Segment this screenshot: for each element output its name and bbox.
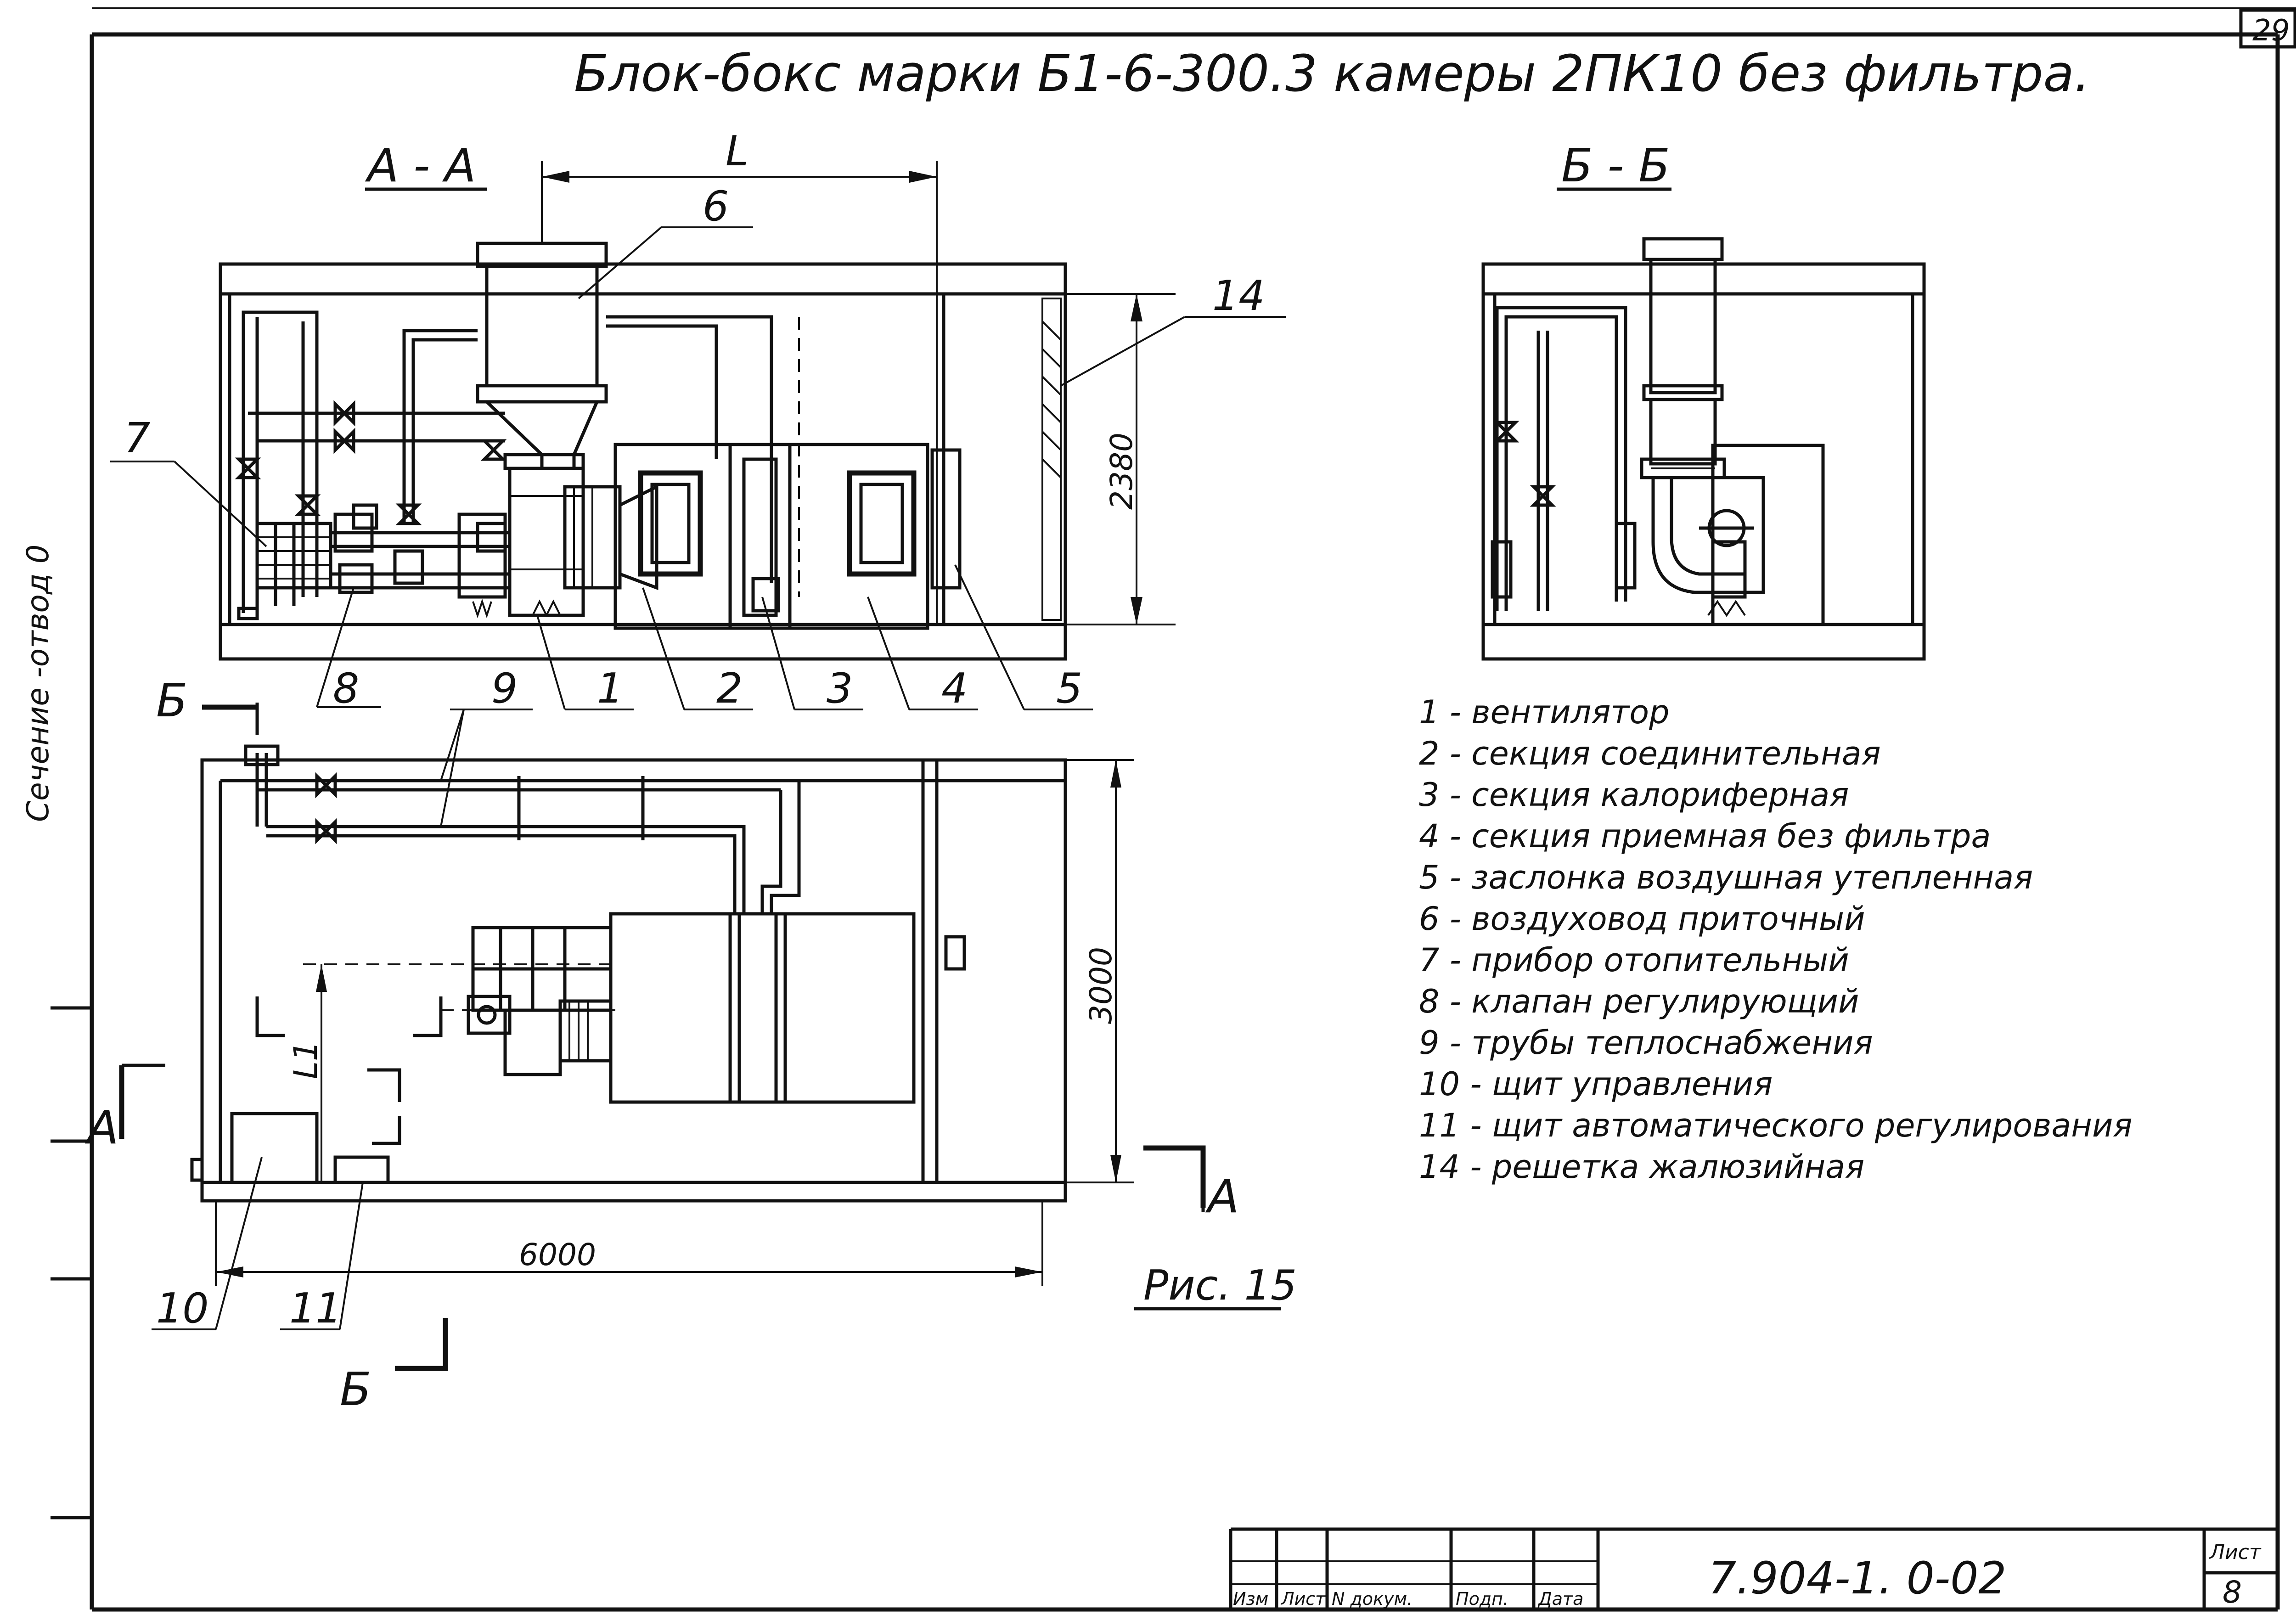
legend-item: 10 - щит управления [1419, 1065, 1773, 1103]
legend-item: 7 - прибор отопительный [1419, 941, 1849, 979]
dim-L1: L1 [287, 1041, 325, 1079]
dim-L: L [726, 127, 748, 175]
cut-a-left: А [84, 1101, 118, 1154]
document-code: 7.904-1. 0-02 [1708, 1553, 2006, 1604]
legend: 1 - вентилятор 2 - секция соединительная… [1419, 693, 2133, 1186]
callout-1: 1 [597, 664, 623, 713]
plan-view [190, 744, 1067, 1203]
legend-item: 2 - секция соединительная [1419, 735, 1881, 772]
callout-2: 2 [716, 664, 743, 713]
callout-14: 14 [1212, 272, 1265, 320]
title-block-header-izm: Изм [1233, 1589, 1268, 1609]
drawing-title: Блок-бокс марки Б1-6-300.3 камеры 2ПК10 … [574, 44, 2090, 103]
title-block-header-doc: N докум. [1332, 1589, 1412, 1609]
callout-10: 10 [156, 1284, 209, 1333]
callout-7: 7 [124, 414, 150, 462]
callout-5: 5 [1056, 664, 1082, 713]
legend-item: 14 - решетка жалюзийная [1419, 1148, 1864, 1186]
legend-item: 11 - щит автоматического регулирования [1419, 1107, 2133, 1144]
legend-item: 1 - вентилятор [1419, 693, 1670, 731]
dim-3000: 3000 [1083, 947, 1119, 1024]
section-aa-label: А - А [365, 139, 476, 192]
callout-9: 9 [491, 664, 518, 713]
section-bb-label: Б - Б [1561, 139, 1670, 192]
figure-caption: Рис. 15 [1143, 1261, 1297, 1310]
dim-2380: 2380 [1104, 433, 1139, 510]
callout-leaders [110, 226, 1286, 1330]
cut-b-bottom: Б [340, 1362, 371, 1416]
legend-item: 3 - секция калориферная [1419, 776, 1849, 814]
legend-item: 9 - трубы теплоснабжения [1419, 1024, 1873, 1062]
sheet-number: 29 [2252, 14, 2290, 48]
cut-b-top: Б [156, 674, 188, 727]
callout-11: 11 [289, 1284, 342, 1333]
drawing-frame [51, 7, 2296, 1612]
legend-item: 4 - секция приемная без фильтра [1419, 817, 1991, 855]
dim-6000: 6000 [519, 1237, 596, 1272]
section-bb-view [1481, 237, 1926, 661]
title-block-header-sign: Подп. [1456, 1589, 1508, 1609]
legend-item: 8 - клапан регулирующий [1419, 983, 1859, 1020]
callout-3: 3 [827, 664, 853, 713]
title-block [1229, 1527, 2278, 1609]
side-note: Сечение -отвод 0 [20, 545, 56, 822]
title-block-header-date: Дата [1537, 1589, 1583, 1609]
sheet-value: 8 [2223, 1575, 2242, 1610]
cut-markers [119, 703, 1206, 1371]
title-block-header-list: Лист [1280, 1589, 1326, 1609]
callout-4: 4 [941, 664, 968, 713]
callout-6: 6 [703, 182, 729, 231]
legend-item: 5 - заслонка воздушная утепленная [1419, 859, 2033, 896]
legend-item: 6 - воздуховод приточный [1419, 900, 1865, 938]
callout-8: 8 [333, 664, 359, 713]
section-aa-view [219, 242, 1067, 661]
sheet-label: Лист [2209, 1541, 2262, 1564]
cut-a-right: А [1205, 1170, 1239, 1223]
